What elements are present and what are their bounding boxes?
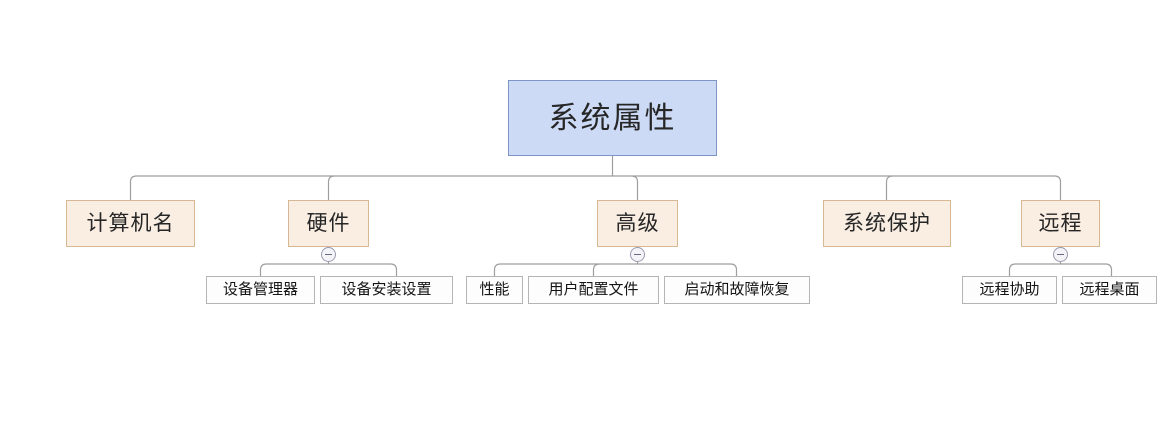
node-performance[interactable]: 性能: [466, 276, 523, 304]
collapse-minus-icon-hardware[interactable]: [321, 247, 336, 262]
connector-root-to-hardware: [327, 175, 335, 200]
connector-hardware-children: [259, 263, 398, 276]
node-startup-and-recovery[interactable]: 启动和故障恢复: [664, 276, 810, 304]
node-device-manager[interactable]: 设备管理器: [206, 276, 315, 304]
node-advanced[interactable]: 高级: [597, 200, 678, 247]
connector-remote-children: [1008, 263, 1113, 276]
connector-trunk: [129, 175, 1062, 200]
collapse-minus-icon-remote[interactable]: [1053, 247, 1068, 262]
connector-root-to-advanced: [631, 175, 639, 200]
connector-root-to-protection: [885, 175, 893, 200]
node-remote[interactable]: 远程: [1021, 200, 1100, 247]
node-device-installation-settings[interactable]: 设备安装设置: [320, 276, 453, 304]
minus-glyph: [1057, 254, 1064, 255]
node-hardware[interactable]: 硬件: [288, 200, 369, 247]
minus-glyph: [634, 254, 641, 255]
minus-glyph: [325, 254, 332, 255]
node-computer-name[interactable]: 计算机名: [66, 200, 195, 247]
node-root-system-properties[interactable]: 系统属性: [508, 80, 717, 156]
connector-advanced-to-profiles: [592, 263, 600, 276]
node-user-profiles[interactable]: 用户配置文件: [528, 276, 659, 304]
connector-advanced-children: [493, 263, 738, 276]
node-remote-assistance[interactable]: 远程协助: [962, 276, 1057, 304]
collapse-minus-icon-advanced[interactable]: [630, 247, 645, 262]
node-remote-desktop[interactable]: 远程桌面: [1062, 276, 1157, 304]
node-system-protection[interactable]: 系统保护: [823, 200, 951, 247]
